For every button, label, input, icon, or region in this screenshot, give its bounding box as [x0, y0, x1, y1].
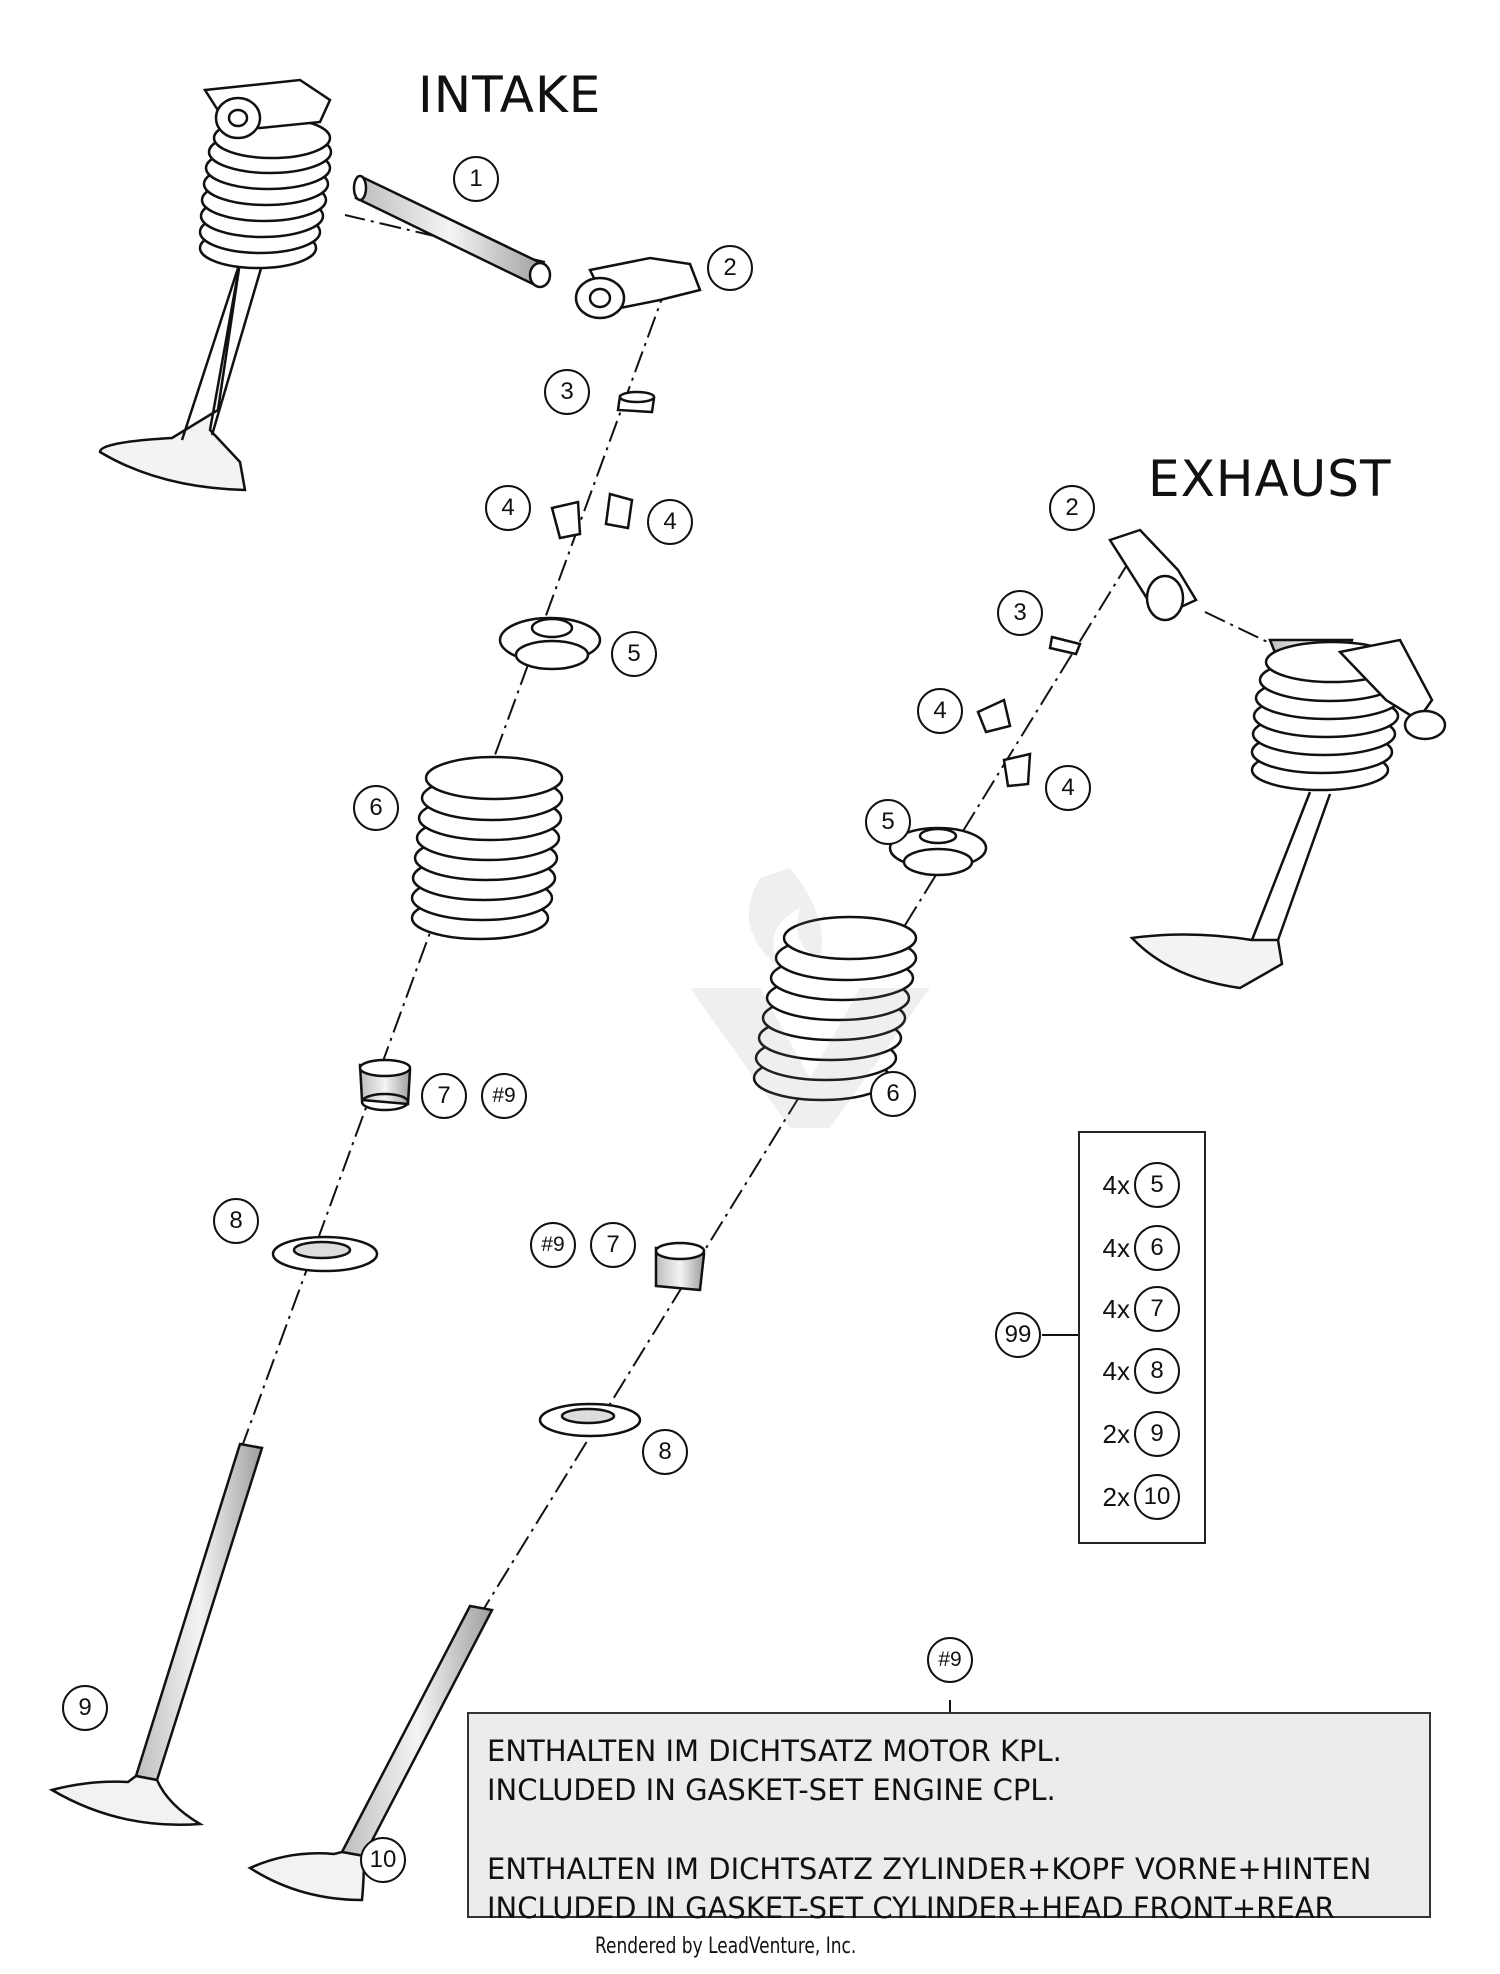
- callout-intake-shaft[interactable]: 1: [453, 156, 499, 202]
- intake-valve-part-9: [48, 1442, 264, 1827]
- gasket-set-note: ENTHALTEN IM DICHTSATZ MOTOR KPL. INCLUD…: [467, 1712, 1431, 1925]
- kit-row: 2x 9: [1092, 1410, 1180, 1458]
- intake-assembled-valve: [98, 78, 333, 492]
- intake-valve-spring-part-6: [410, 755, 564, 941]
- intake-stem-seal-part-7: [358, 1058, 412, 1112]
- exhaust-spring-retainer-part-5: [888, 826, 988, 877]
- callout-exhaust-spring[interactable]: 6: [870, 1071, 916, 1117]
- kit-qty: 4x: [1102, 1232, 1130, 1263]
- kit-qty: 2x: [1102, 1418, 1130, 1449]
- intake-spring-seat-part-8: [271, 1235, 379, 1273]
- callout-exhaust-valve[interactable]: 10: [360, 1837, 406, 1883]
- render-credit: Rendered by LeadVenture, Inc.: [595, 1934, 857, 1959]
- exhaust-spring-seat-part-8: [538, 1402, 642, 1438]
- leadventure-watermark: [690, 868, 930, 1128]
- callout-exhaust-retainer[interactable]: 5: [865, 799, 911, 845]
- callout-exhaust-spring-seat[interactable]: 8: [642, 1429, 688, 1475]
- intake-lash-cap-part-3: [616, 390, 656, 414]
- kit-qty: 2x: [1102, 1481, 1130, 1512]
- exhaust-shaft-axis: [1204, 611, 1281, 649]
- exhaust-rocker-arm-part-2: [1108, 528, 1198, 622]
- rocker-shaft-part-1: [352, 174, 552, 289]
- callout-intake-valve[interactable]: 9: [62, 1685, 108, 1731]
- exhaust-title: EXHAUST: [1148, 450, 1392, 508]
- intake-valve-keepers-part-4: [550, 492, 634, 540]
- callout-intake-spring[interactable]: 6: [353, 785, 399, 831]
- exhaust-valve-spring-part-6: [752, 915, 918, 1102]
- exhaust-assembled-valve: [1129, 638, 1447, 990]
- callout-intake-note-ref[interactable]: #9: [481, 1073, 527, 1119]
- intake-rocker-arm-part-2: [574, 256, 702, 320]
- callout-intake-keeper-right[interactable]: 4: [647, 499, 693, 545]
- callout-intake-spring-seat[interactable]: 8: [213, 1198, 259, 1244]
- callout-exhaust-note-ref[interactable]: #9: [530, 1222, 576, 1268]
- kit-row: 2x 10: [1092, 1473, 1180, 1521]
- callout-exhaust-stem-seal[interactable]: 7: [590, 1222, 636, 1268]
- callout-note-ref[interactable]: #9: [927, 1637, 973, 1683]
- kit-row: 4x 6: [1092, 1224, 1180, 1272]
- exhaust-axis-line: [479, 559, 1131, 1616]
- kit-row: 4x 5: [1092, 1161, 1180, 1209]
- exhaust-stem-seal-part-7: [654, 1241, 706, 1292]
- kit-part-callout[interactable]: 9: [1134, 1411, 1180, 1457]
- note-line-en-engine: INCLUDED IN GASKET-SET ENGINE CPL.: [487, 1773, 1056, 1807]
- exhaust-valve-keepers-part-4: [976, 698, 1032, 788]
- kit-row: 4x 7: [1092, 1285, 1180, 1333]
- intake-title: INTAKE: [418, 66, 602, 124]
- callout-intake-keeper-left[interactable]: 4: [485, 485, 531, 531]
- callout-intake-retainer[interactable]: 5: [611, 631, 657, 677]
- note-line-de-cylinder: ENTHALTEN IM DICHTSATZ ZYLINDER+KOPF VOR…: [487, 1852, 1372, 1886]
- callout-intake-lash-cap[interactable]: 3: [544, 369, 590, 415]
- kit-row: 4x 8: [1092, 1347, 1180, 1395]
- kit-qty: 4x: [1102, 1293, 1130, 1324]
- callout-exhaust-keeper-left[interactable]: 4: [917, 688, 963, 734]
- callout-exhaust-lash-cap[interactable]: 3: [997, 590, 1043, 636]
- kit-qty: 4x: [1102, 1355, 1130, 1386]
- callout-intake-rocker-arm[interactable]: 2: [707, 245, 753, 291]
- callout-intake-stem-seal[interactable]: 7: [421, 1073, 467, 1119]
- callout-exhaust-rocker-arm[interactable]: 2: [1049, 485, 1095, 531]
- kit-qty: 4x: [1102, 1169, 1130, 1200]
- intake-spring-retainer-part-5: [498, 616, 602, 671]
- kit-part-callout[interactable]: 8: [1134, 1348, 1180, 1394]
- callout-kit-99[interactable]: 99: [995, 1312, 1041, 1358]
- kit-part-callout[interactable]: 6: [1134, 1225, 1180, 1271]
- exhaust-lash-cap-part-3: [1048, 635, 1082, 656]
- note-line-de-engine: ENTHALTEN IM DICHTSATZ MOTOR KPL.: [487, 1734, 1062, 1768]
- kit-contents-box: 4x 5 4x 6 4x 7 4x 8 2x 9 2x 10: [1078, 1131, 1206, 1544]
- note-line-en-cylinder: INCLUDED IN GASKET-SET CYLINDER+HEAD FRO…: [487, 1891, 1335, 1925]
- kit-part-callout[interactable]: 10: [1134, 1474, 1180, 1520]
- callout-exhaust-keeper-right[interactable]: 4: [1045, 765, 1091, 811]
- kit-part-callout[interactable]: 5: [1134, 1162, 1180, 1208]
- kit-part-callout[interactable]: 7: [1134, 1286, 1180, 1332]
